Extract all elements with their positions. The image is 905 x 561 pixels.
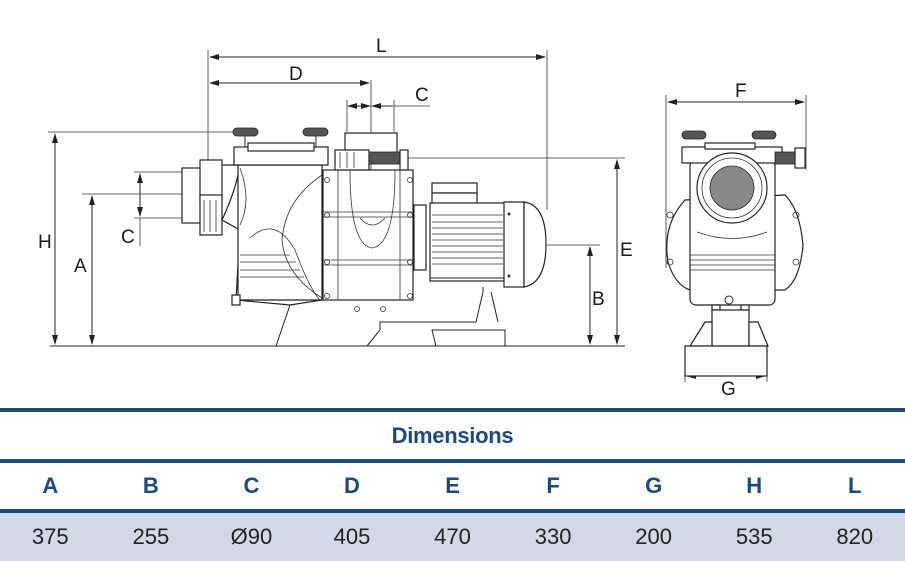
label-C-top: C — [415, 85, 429, 106]
value-cell-C: Ø90 — [201, 524, 302, 550]
value-cell-L: 820 — [805, 524, 905, 550]
label-C-left: C — [121, 227, 135, 248]
front-view: F G — [666, 81, 806, 400]
header-cell-G: G — [603, 473, 704, 499]
header-cell-C: C — [201, 473, 302, 499]
table-header-row: A B C D E F G H L — [0, 463, 905, 509]
label-L: L — [376, 36, 387, 57]
table-title: Dimensions — [392, 423, 514, 449]
value-cell-B: 255 — [101, 524, 202, 550]
dimension-B: B — [547, 245, 605, 344]
dimensions-table: Dimensions A B C D E F G H L 375 255 Ø90… — [0, 408, 905, 561]
header-cell-B: B — [101, 473, 202, 499]
header-cell-D: D — [302, 473, 403, 499]
value-cell-F: 330 — [503, 524, 604, 550]
value-cell-A: 375 — [0, 524, 101, 550]
value-cell-H: 535 — [704, 524, 805, 550]
label-F: F — [735, 81, 747, 102]
label-H: H — [38, 232, 52, 253]
label-B: B — [592, 289, 605, 310]
value-cell-E: 470 — [402, 524, 503, 550]
dimension-A: A — [74, 194, 185, 344]
dimension-C-left: C — [121, 172, 185, 248]
header-cell-L: L — [805, 473, 905, 499]
dimension-C-top: C — [347, 85, 430, 132]
pump-technical-drawing: L D C H A — [0, 0, 905, 405]
table-values-row: 375 255 Ø90 405 470 330 200 535 820 — [0, 513, 905, 561]
label-G: G — [721, 379, 736, 400]
label-A: A — [74, 256, 87, 277]
header-cell-E: E — [402, 473, 503, 499]
pump-front-drawing — [667, 131, 805, 376]
header-cell-F: F — [503, 473, 604, 499]
table-title-row: Dimensions — [0, 412, 905, 459]
header-cell-A: A — [0, 473, 101, 499]
label-E: E — [620, 240, 633, 261]
header-cell-H: H — [704, 473, 805, 499]
pump-side-drawing — [182, 128, 546, 346]
side-view: L D C H A — [38, 36, 633, 346]
value-cell-G: 200 — [603, 524, 704, 550]
label-D: D — [289, 64, 303, 85]
value-cell-D: 405 — [302, 524, 403, 550]
